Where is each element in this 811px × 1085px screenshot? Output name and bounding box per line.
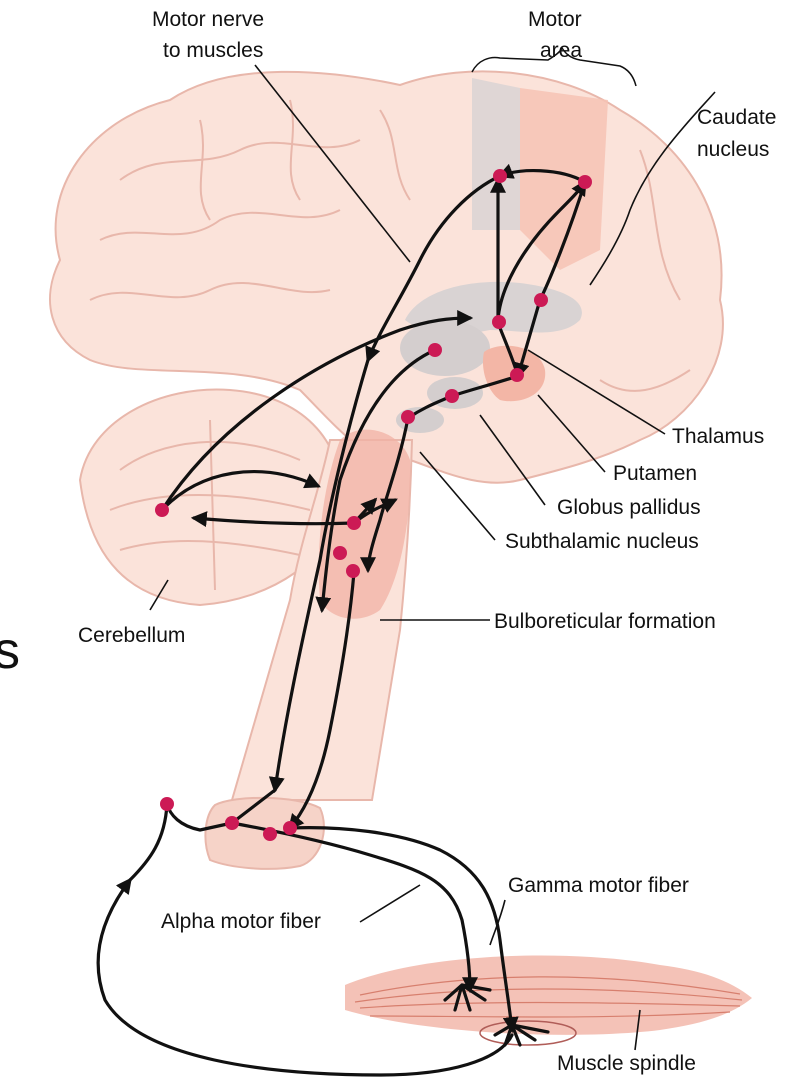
label-motor-nerve-line1: Motor nerve — [152, 8, 264, 31]
label-cerebellum: Cerebellum — [78, 624, 185, 647]
motor-area-gray — [472, 78, 520, 230]
thalamus-shape — [400, 320, 490, 376]
label-motor-area-line2: area — [540, 39, 582, 62]
label-alpha-fiber: Alpha motor fiber — [161, 910, 321, 933]
label-caudate-line1: Caudate — [697, 106, 776, 129]
label-thalamus: Thalamus — [672, 425, 764, 448]
label-caudate-line2: nucleus — [697, 138, 769, 161]
edge-glyph-text: s — [0, 622, 20, 680]
label-motor-nerve-line2: to muscles — [163, 39, 263, 62]
label-putamen: Putamen — [613, 462, 697, 485]
label-subthalamic: Subthalamic nucleus — [505, 530, 699, 553]
label-gamma-fiber: Gamma motor fiber — [508, 874, 689, 897]
label-muscle-spindle: Muscle spindle — [557, 1052, 696, 1075]
label-globus-pallidus: Globus pallidus — [557, 496, 701, 519]
label-bulboreticular: Bulboreticular formation — [494, 610, 716, 633]
label-motor-area-line1: Motor — [528, 8, 582, 31]
